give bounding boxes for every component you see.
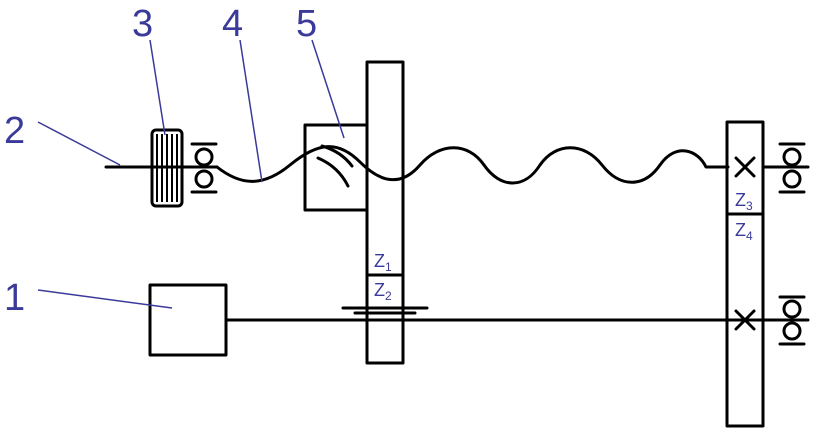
clutch-pack: [150, 128, 184, 208]
leader-5: [311, 39, 345, 139]
gear-label-z4: Z4: [735, 220, 753, 243]
gear-label-z3: Z3: [735, 190, 753, 213]
callout-5: 5: [296, 3, 317, 45]
callout-1: 1: [4, 277, 25, 319]
callout-4: 4: [222, 3, 243, 45]
callout-3: 3: [132, 3, 153, 45]
leader-4: [239, 39, 263, 183]
motor-box: [148, 283, 228, 357]
bearing-right-lower: [778, 295, 806, 346]
leader-2: [37, 121, 121, 166]
gear-column-z3-z4: [725, 120, 765, 428]
callout-2: 2: [4, 110, 25, 152]
bearing-left-upper: [190, 142, 218, 194]
follower-block: [303, 123, 369, 212]
bearing-right-upper: [778, 142, 806, 194]
gear-label-z1: Z1: [374, 251, 392, 274]
gear-column-z1-z2: [341, 60, 429, 365]
wavy-cam-track: [215, 145, 730, 185]
leader-3: [149, 39, 166, 136]
gear-label-z2: Z2: [374, 280, 392, 303]
leader-1: [37, 289, 173, 309]
